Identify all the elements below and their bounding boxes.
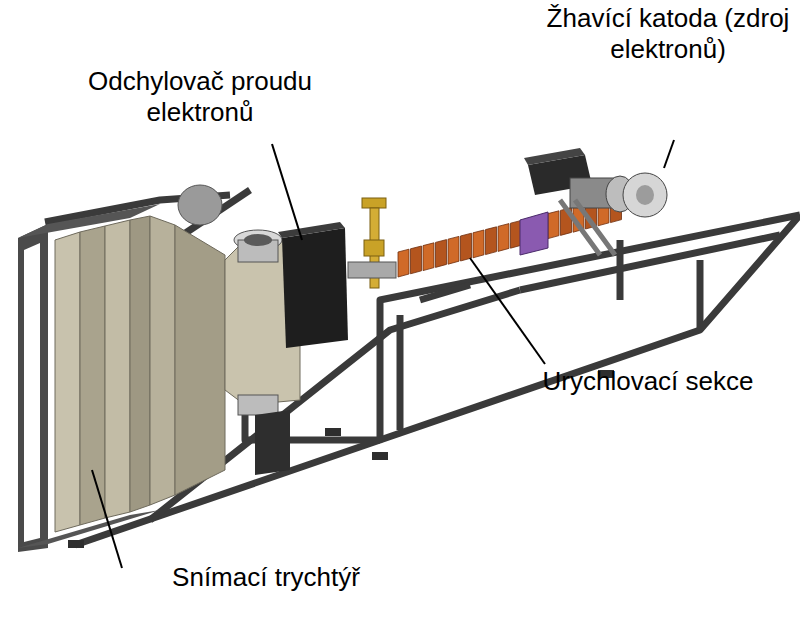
support-frame: [45, 190, 800, 545]
electron-gun: [520, 148, 667, 255]
leader-lines: [92, 140, 674, 568]
accelerator-cell: [461, 233, 472, 261]
accelerator-cell: [548, 211, 559, 239]
accelerator-cell: [486, 227, 497, 255]
accelerator-cell: [436, 240, 447, 268]
part-label: Žhavící katoda (zdroj elektronů): [543, 3, 793, 65]
part-label: Odchylovač proudu elektronů: [48, 66, 352, 128]
accelerator-cell: [498, 224, 509, 252]
funnel-frame: [18, 204, 160, 552]
accelerator-cell: [423, 243, 434, 271]
beam-deflector: [225, 222, 348, 475]
accelerator-cell: [411, 246, 422, 274]
vacuum-valve: [348, 198, 396, 288]
part-label: Urychlovací sekce: [500, 366, 796, 397]
feet: [68, 370, 614, 548]
part-label: Snímací trychtýř: [118, 562, 414, 593]
detection-funnel: [55, 185, 225, 532]
accelerator-cell: [448, 236, 459, 264]
accelerator-cell: [398, 249, 409, 277]
accelerator-cell: [473, 230, 484, 258]
